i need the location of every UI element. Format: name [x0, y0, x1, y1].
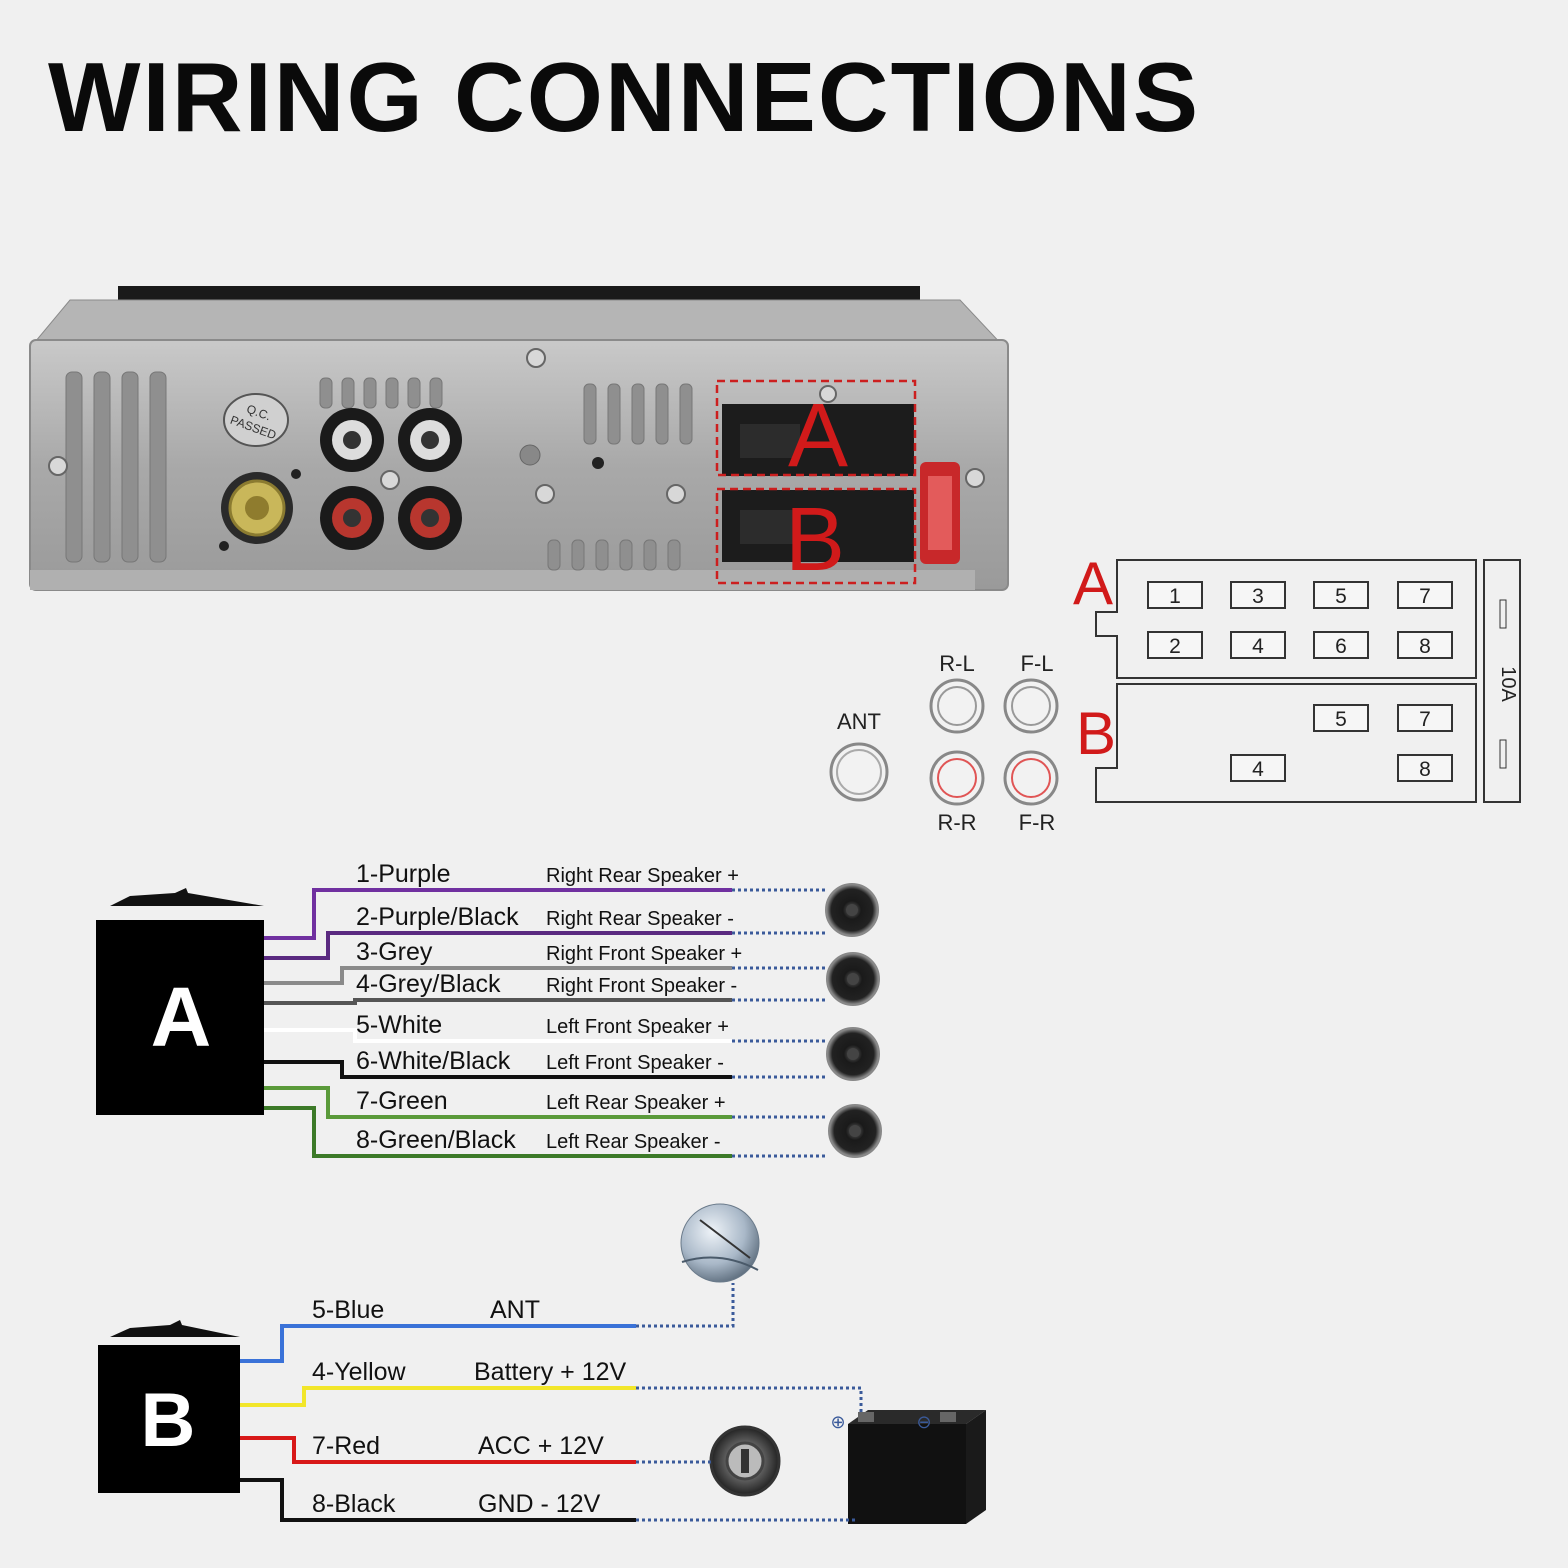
pin-box — [1313, 581, 1369, 609]
wire-a — [264, 966, 732, 985]
wire-b — [240, 1478, 636, 1522]
qc-sticker — [223, 393, 289, 447]
pin-box — [1147, 581, 1203, 609]
pin-number: 4 — [1252, 635, 1264, 658]
pin-number: 7 — [1419, 585, 1431, 608]
wire-a — [264, 1060, 732, 1079]
pin-number: 6 — [1335, 635, 1347, 658]
connector-a: A 1-Purple Right Rear Speaker + 2-Purple/B… — [96, 860, 882, 1158]
wire-b — [240, 1324, 636, 1363]
rca-rl-label: R-L — [939, 651, 974, 676]
connector-a-letter: A — [151, 970, 212, 1064]
battery-icon: ⊕ ⊖ — [830, 1410, 986, 1524]
wire-b-function-label: ACC + 12V — [478, 1432, 604, 1460]
wire-a-color-label: 4-Grey/Black — [356, 970, 501, 998]
wire-a-color-label: 1-Purple — [356, 860, 451, 888]
battery-minus-symbol: ⊖ — [916, 1412, 931, 1432]
harness-a-label: A — [788, 386, 848, 486]
wire-b-color-label: 7-Red — [312, 1432, 380, 1460]
page-title: WIRING CONNECTIONS — [48, 42, 1201, 152]
rca-fl-label: F-L — [1021, 651, 1054, 676]
pinout-diagram: A B 10A 1 3 5 7 2 4 6 8 5 7 4 8 — [1073, 550, 1521, 803]
rca-rr-label: R-R — [937, 810, 976, 835]
pin-number: 5 — [1335, 585, 1347, 608]
wire-a — [264, 1086, 732, 1119]
pin-box — [1147, 631, 1203, 659]
pin-number: 8 — [1419, 758, 1431, 781]
wire-b-function-label: Battery + 12V — [474, 1358, 626, 1386]
pin-number: 7 — [1419, 708, 1431, 731]
wire-b — [240, 1386, 636, 1407]
wire-a-color-label: 3-Grey — [356, 938, 433, 966]
wire-a — [264, 1028, 732, 1043]
harness-b-label: B — [785, 490, 845, 590]
pin-box — [1230, 631, 1286, 659]
pin-number: 2 — [1169, 635, 1181, 658]
pin-box — [1313, 631, 1369, 659]
rca-ant-label: ANT — [837, 709, 881, 734]
wire-a — [264, 1106, 732, 1158]
pin-number: 5 — [1335, 708, 1347, 731]
wire-a — [264, 998, 732, 1005]
pin-box — [1230, 754, 1286, 782]
wire-a-color-label: 2-Purple/Black — [356, 903, 519, 931]
wire-a-function-label: Right Front Speaker - — [546, 975, 737, 997]
head-unit: Q.C. PASSED A B — [28, 286, 1009, 591]
wire-a-color-label: 5-White — [356, 1011, 442, 1039]
wire-b-function-label: GND - 12V — [478, 1490, 601, 1518]
connector-b-letter: B — [141, 1378, 196, 1463]
pin-box — [1397, 581, 1453, 609]
wire-a-function-label: Left Rear Speaker - — [546, 1131, 721, 1153]
wire-a-color-label: 6-White/Black — [356, 1047, 511, 1075]
fuse-label: 10A — [1497, 666, 1519, 702]
pin-number: 4 — [1252, 758, 1264, 781]
wire-a-color-label: 7-Green — [356, 1087, 448, 1115]
pin-box — [1397, 631, 1453, 659]
rca-fr-label: F-R — [1019, 810, 1056, 835]
pin-number: 3 — [1252, 585, 1264, 608]
rca-jacks-unit — [320, 408, 462, 550]
wire-a-function-label: Right Front Speaker + — [546, 943, 742, 965]
pinout-b-letter: B — [1076, 700, 1116, 767]
wire-a-function-label: Left Rear Speaker + — [546, 1092, 726, 1114]
wire-b-color-label: 5-Blue — [312, 1296, 384, 1324]
antenna-icon — [680, 1203, 760, 1283]
pin-number: 1 — [1169, 585, 1181, 608]
ignition-key-icon — [709, 1425, 781, 1497]
pin-box — [1313, 704, 1369, 732]
pin-number: 8 — [1419, 635, 1431, 658]
pin-box — [1397, 754, 1453, 782]
pinout-b-pins: 5 7 4 8 — [1230, 704, 1453, 782]
pinout-a-letter: A — [1073, 550, 1113, 617]
rca-legend: ANT R-L F-L R-R F-R — [829, 651, 1059, 835]
wire-b — [240, 1436, 636, 1464]
wire-a-color-label: 8-Green/Black — [356, 1126, 516, 1154]
wire-a-function-label: Left Front Speaker - — [546, 1052, 724, 1074]
wire-b-color-label: 8-Black — [312, 1490, 396, 1518]
wire-a — [264, 931, 732, 960]
pin-box — [1397, 704, 1453, 732]
wire-b-color-label: 4-Yellow — [312, 1358, 407, 1386]
wire-b-function-label: ANT — [490, 1296, 540, 1324]
fuse-slot — [1483, 559, 1521, 803]
wire-a-function-label: Right Rear Speaker + — [546, 865, 739, 887]
pinout-a-pins: 1 3 5 7 2 4 6 8 — [1147, 581, 1453, 659]
connector-b: B 5-Blue ANT 4-Yellow Battery + 12V 7-Red ACC… — [98, 1296, 636, 1522]
wire-a — [264, 888, 732, 940]
wire-a-function-label: Left Front Speaker + — [546, 1016, 729, 1038]
pin-box — [1230, 581, 1286, 609]
battery-plus-symbol: ⊕ — [830, 1412, 845, 1432]
wire-a-function-label: Right Rear Speaker - — [546, 908, 734, 930]
